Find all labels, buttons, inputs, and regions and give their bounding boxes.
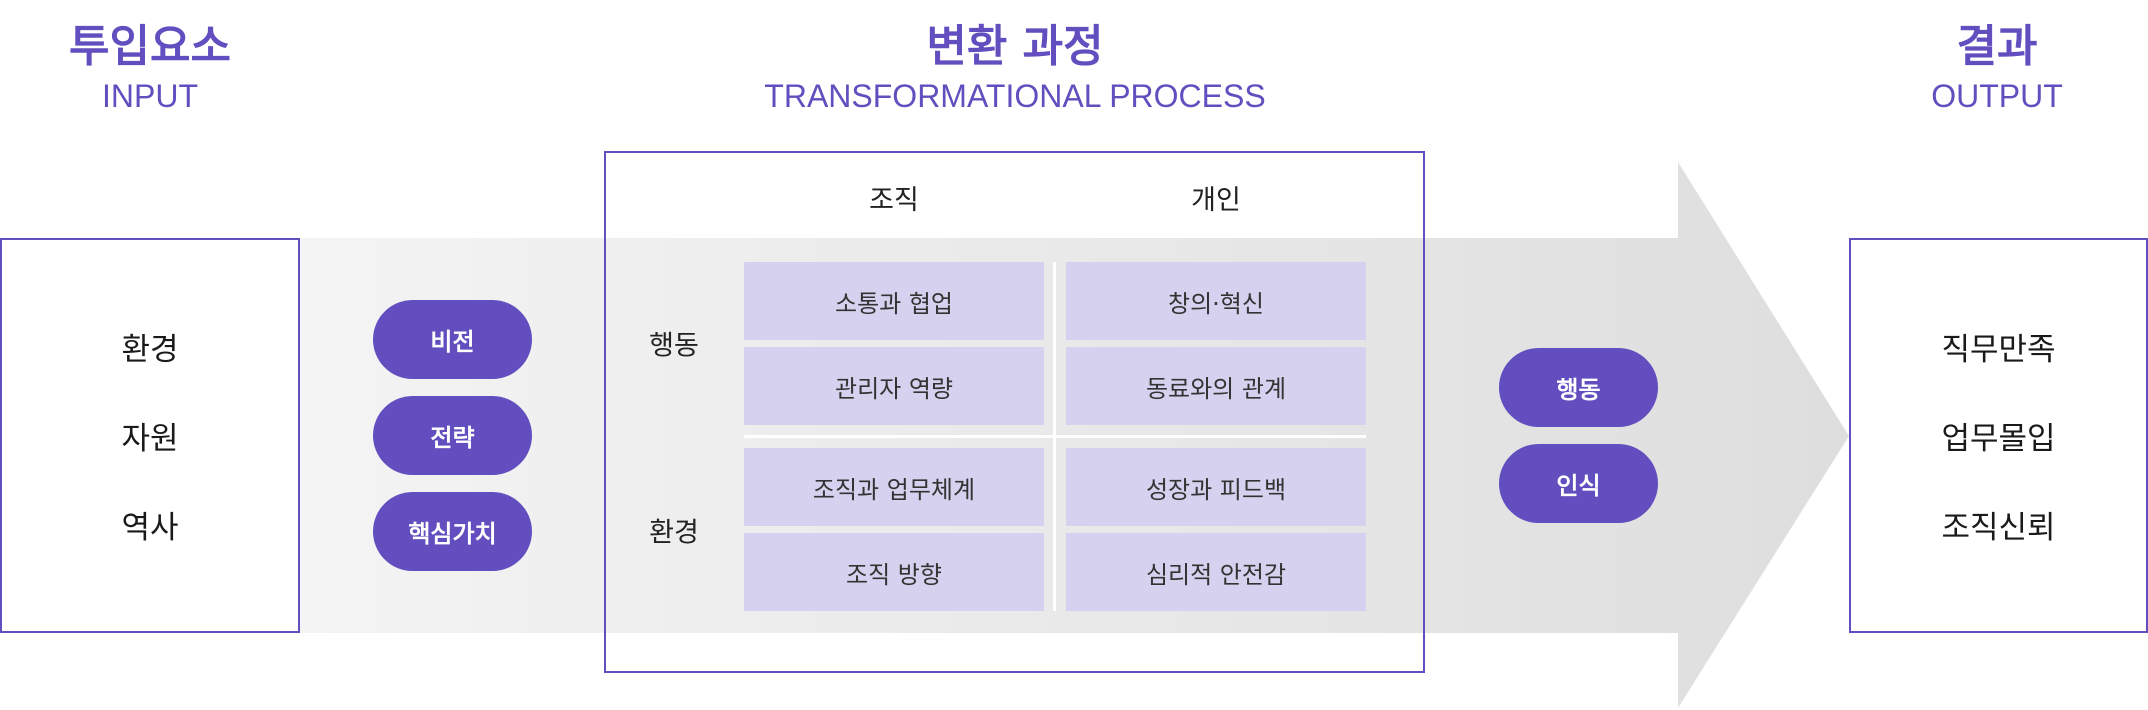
- output-subtitle: OUTPUT: [1931, 78, 2063, 114]
- column-header: 조직: [869, 185, 919, 216]
- process-cell: 창의·혁신: [1066, 262, 1366, 340]
- input-item: 환경: [121, 332, 179, 368]
- process-subtitle: TRANSFORMATIONAL PROCESS: [764, 78, 1266, 114]
- row-header: 행동: [649, 330, 699, 362]
- driver-pill: 핵심가치: [373, 492, 532, 571]
- row-header: 환경: [649, 517, 699, 549]
- process-cell: 동료와의 관계: [1066, 347, 1366, 425]
- column-header: 개인: [1191, 185, 1241, 216]
- input-item: 자원: [121, 421, 179, 457]
- input-title: 투입요소: [69, 21, 231, 72]
- output-item: 직무만족: [1941, 332, 2056, 368]
- process-cell: 조직과 업무체계: [744, 448, 1044, 526]
- driver-pill: 비전: [373, 300, 532, 379]
- row-divider: [744, 435, 1366, 438]
- output-item: 조직신뢰: [1941, 510, 2056, 546]
- output-box: 직무만족 업무몰입 조직신뢰: [1849, 238, 2148, 633]
- input-subtitle: INPUT: [102, 78, 198, 114]
- input-item: 역사: [121, 510, 179, 546]
- output-title: 결과: [1956, 21, 2038, 72]
- output-item: 업무몰입: [1941, 421, 2056, 457]
- mediator-pill: 인식: [1499, 444, 1658, 523]
- process-cell: 소통과 협업: [744, 262, 1044, 340]
- process-cell: 성장과 피드백: [1066, 448, 1366, 526]
- process-box: [604, 151, 1425, 673]
- process-title: 변환 과정: [926, 21, 1104, 72]
- mediator-pill: 행동: [1499, 348, 1658, 427]
- driver-pill: 전략: [373, 396, 532, 475]
- input-box: 환경 자원 역사: [0, 238, 300, 633]
- process-cell: 조직 방향: [744, 533, 1044, 611]
- process-cell: 심리적 안전감: [1066, 533, 1366, 611]
- process-cell: 관리자 역량: [744, 347, 1044, 425]
